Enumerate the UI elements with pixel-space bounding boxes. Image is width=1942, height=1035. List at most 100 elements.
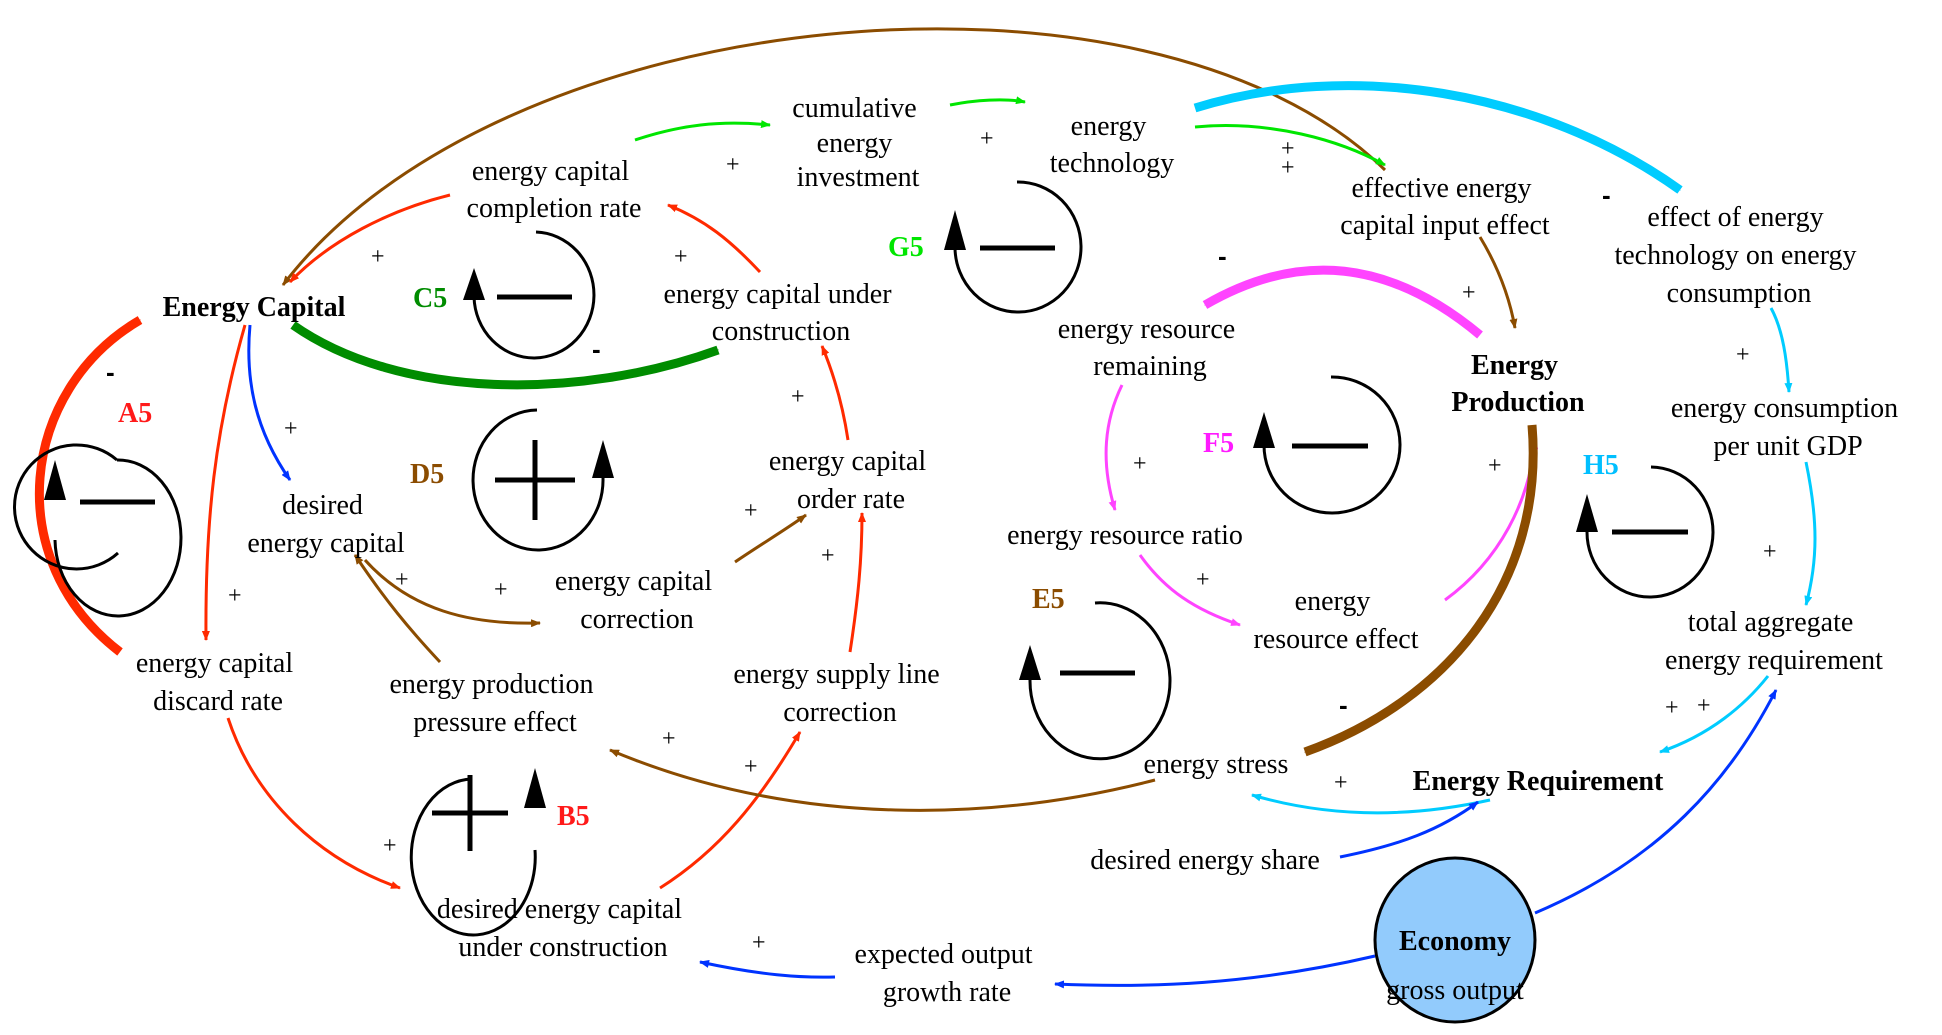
node-technology-line1: energy bbox=[1071, 111, 1147, 142]
loop-h5-label: H5 bbox=[1583, 450, 1619, 481]
polarity-per-gdp-to-total: + bbox=[1763, 539, 1777, 565]
loop-d5: D5 bbox=[410, 408, 614, 552]
node-order-rate-line2: order rate bbox=[797, 484, 905, 515]
loop-g5-arrowhead bbox=[944, 210, 966, 250]
node-pressure-effect[interactable]: energy production pressure effect bbox=[390, 669, 601, 738]
polarity-desired-to-correction: + bbox=[494, 577, 508, 603]
polarity-supply-line-to-order-rate: + bbox=[821, 543, 835, 569]
loop-a5: A5 bbox=[13, 398, 183, 618]
node-order-rate[interactable]: energy capital order rate bbox=[769, 446, 933, 515]
node-resource-remaining[interactable]: energy resource remaining bbox=[1058, 314, 1243, 382]
loop-indicators: A5 B5 C5 D5 E5 bbox=[13, 180, 1715, 937]
polarity-effective-to-production: + bbox=[1462, 280, 1476, 306]
node-completion-rate-line1: energy capital bbox=[472, 156, 630, 187]
loop-d5-circle bbox=[471, 408, 605, 552]
loop-f5-arrowhead bbox=[1253, 412, 1275, 448]
node-labels: Energy Capital energy capital completion… bbox=[136, 93, 1905, 1008]
node-ucc-line1: energy capital under bbox=[663, 279, 892, 310]
loop-a5-arrowhead bbox=[44, 460, 66, 500]
node-consumption-per-gdp[interactable]: energy consumption per unit GDP bbox=[1671, 393, 1905, 462]
loop-h5: H5 bbox=[1576, 450, 1715, 599]
polarity-consumption-effect-to-per-gdp: + bbox=[1736, 342, 1750, 368]
link-discard-to-desired-under-construction bbox=[226, 717, 401, 890]
node-pressure-line1: energy production bbox=[390, 669, 594, 700]
link-energy-capital-to-discard bbox=[201, 324, 247, 641]
link-completion-to-energy-capital bbox=[288, 193, 451, 284]
link-cumulative-to-technology bbox=[949, 96, 1026, 107]
node-cumulative-investment[interactable]: cumulative energy investment bbox=[792, 93, 923, 193]
node-correction-line1: energy capital bbox=[555, 566, 713, 597]
loop-b5-label: B5 bbox=[557, 801, 590, 832]
loop-e5: E5 bbox=[1019, 584, 1172, 761]
polarity-total-to-requirement-1: + bbox=[1665, 695, 1679, 721]
loop-a5-arrow bbox=[13, 443, 120, 571]
link-energy-capital-to-desired-capital bbox=[247, 324, 292, 481]
node-resource-ratio[interactable]: energy resource ratio bbox=[1007, 520, 1243, 551]
node-resource-effect[interactable]: energy resource effect bbox=[1253, 586, 1418, 655]
economy-circle[interactable] bbox=[1373, 856, 1537, 1024]
node-tech-effect-consumption[interactable]: effect of energy technology on energy co… bbox=[1614, 202, 1863, 309]
node-completion-rate[interactable]: energy capital completion rate bbox=[467, 156, 642, 224]
loop-e5-circle bbox=[1028, 601, 1172, 761]
node-resource-effect-line1: energy bbox=[1295, 586, 1371, 617]
node-cumulative-line3: investment bbox=[797, 162, 920, 193]
polarity-cumulative-to-technology: + bbox=[980, 126, 994, 152]
node-energy-requirement[interactable]: Energy Requirement bbox=[1413, 766, 1664, 797]
node-energy-capital[interactable]: Energy Capital bbox=[163, 292, 346, 323]
polarity-energy-capital-to-desired: + bbox=[284, 416, 298, 442]
node-remaining-line1: energy resource bbox=[1058, 314, 1236, 345]
loop-h5-arrowhead bbox=[1576, 494, 1598, 532]
loop-f5: F5 bbox=[1203, 375, 1402, 515]
node-supply-line-line1: energy supply line bbox=[733, 659, 939, 690]
node-ucc-line2: construction bbox=[712, 316, 850, 347]
node-desired-uc-line1: desired energy capital bbox=[437, 894, 682, 925]
polarity-resource-effect-to-production: + bbox=[1488, 453, 1502, 479]
loop-c5: C5 bbox=[413, 230, 596, 360]
node-discard-line1: energy capital bbox=[136, 648, 294, 679]
link-effective-input-to-production bbox=[1478, 236, 1518, 329]
node-desired-share[interactable]: desired energy share bbox=[1090, 845, 1320, 876]
node-per-gdp-line2: per unit GDP bbox=[1713, 431, 1862, 462]
loop-c5-arrowhead bbox=[463, 268, 485, 300]
loop-b5-arrowhead bbox=[524, 768, 546, 808]
link-technology-to-effective-input bbox=[1194, 124, 1386, 167]
loop-f5-circle bbox=[1262, 375, 1402, 515]
link-desired-share-to-requirement bbox=[1339, 800, 1479, 859]
node-effective-input-effect[interactable]: effective energy capital input effect bbox=[1340, 173, 1550, 241]
link-economy-to-total-requirement bbox=[1534, 689, 1778, 915]
node-order-rate-line1: energy capital bbox=[769, 446, 927, 477]
node-total-requirement[interactable]: total aggregate energy requirement bbox=[1665, 607, 1883, 676]
node-total-line2: energy requirement bbox=[1665, 645, 1883, 676]
link-total-requirement-to-energy-requirement bbox=[1659, 675, 1770, 754]
polarity-requirement-to-stress: + bbox=[1334, 770, 1348, 796]
node-energy-production[interactable]: Energy Production bbox=[1451, 350, 1585, 418]
link-supply-line-to-order-rate bbox=[848, 512, 866, 653]
node-expected-growth[interactable]: expected output growth rate bbox=[854, 939, 1039, 1008]
node-per-gdp-line1: energy consumption bbox=[1671, 393, 1898, 424]
node-energy-technology[interactable]: energy technology bbox=[1050, 111, 1174, 179]
node-desired-under-construction[interactable]: desired energy capital under constructio… bbox=[437, 894, 689, 963]
polarity-order-rate-to-under-construction: + bbox=[791, 384, 805, 410]
node-discard-rate[interactable]: energy capital discard rate bbox=[136, 648, 300, 717]
node-energy-stress[interactable]: energy stress bbox=[1144, 749, 1289, 780]
node-supply-line-correction[interactable]: energy supply line correction bbox=[733, 659, 946, 728]
link-energy-capital-to-under-construction bbox=[290, 321, 720, 390]
node-desired-capital-line2: energy capital bbox=[247, 528, 405, 559]
polarity-technology-to-effective-1: + bbox=[1281, 136, 1295, 162]
node-desired-capital-line1: desired bbox=[282, 490, 363, 521]
link-desired-capital-to-correction bbox=[363, 558, 541, 628]
loop-g5-circle bbox=[953, 180, 1083, 314]
node-tech-effect-line2: technology on energy bbox=[1614, 240, 1856, 271]
node-remaining-line2: remaining bbox=[1093, 351, 1207, 382]
link-per-gdp-to-total-requirement bbox=[1804, 461, 1817, 606]
link-technology-to-energy-capital bbox=[281, 27, 1387, 286]
node-correction-line2: correction bbox=[580, 604, 694, 635]
economy-node[interactable]: Economy gross output bbox=[1373, 856, 1537, 1024]
node-desired-energy-capital[interactable]: desired energy capital bbox=[247, 490, 405, 559]
node-cumulative-line2: energy bbox=[817, 128, 893, 159]
node-capital-correction[interactable]: energy capital correction bbox=[555, 566, 719, 635]
link-remaining-to-ratio bbox=[1104, 384, 1124, 511]
polarity-completion-to-energy-capital: + bbox=[371, 244, 385, 270]
node-capital-under-construction[interactable]: energy capital under construction bbox=[663, 279, 898, 347]
